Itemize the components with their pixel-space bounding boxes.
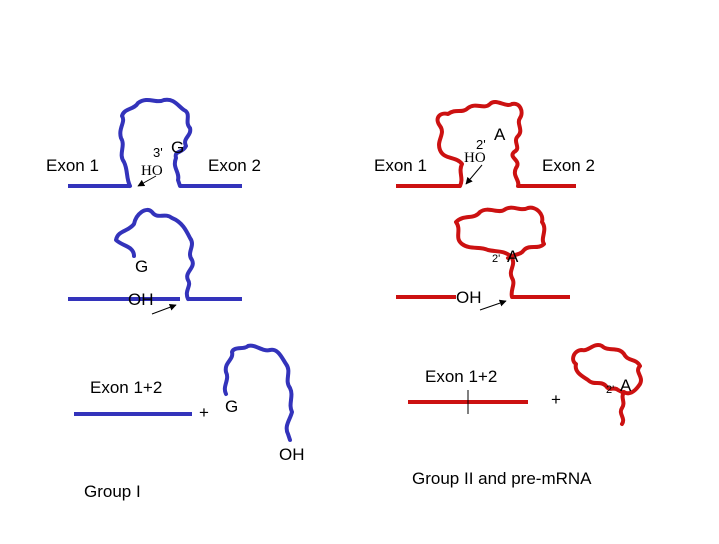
- group2-attack-arrow-1: [465, 164, 483, 185]
- group2-exon12-label: Exon 1+2: [425, 367, 497, 386]
- group2-exon2-label: Exon 2: [542, 156, 595, 175]
- group2-a-label-1: A: [494, 125, 506, 144]
- group1-3prime-label: 3': [153, 145, 163, 160]
- group2-panel: Exon 1 Exon 2 A 2' HO A 2' OH Exon 1+2 +…: [374, 100, 643, 488]
- group2-2prime-label-2: 2': [492, 253, 500, 265]
- group1-ho-label: HO: [141, 163, 163, 179]
- group1-caption: Group I: [84, 482, 141, 501]
- group2-caption: Group II and pre-mRNA: [412, 469, 592, 488]
- group1-oh-label-2: OH: [279, 445, 305, 464]
- group2-ho-label: HO: [464, 150, 486, 166]
- group1-exon12-label: Exon 1+2: [90, 378, 162, 397]
- group1-g-label-2: G: [135, 257, 148, 276]
- group2-oh-label: OH: [456, 288, 482, 307]
- group2-excised-lariat: [571, 343, 643, 426]
- group1-intron-loop: [118, 97, 193, 188]
- group1-attack-arrow-2: [151, 303, 177, 315]
- group1-exon1-label: Exon 1: [46, 156, 99, 175]
- group2-intron-loop: [435, 100, 524, 188]
- group1-attack-arrow-1: [137, 175, 157, 187]
- group2-a-label-3: A: [620, 376, 632, 395]
- group2-2prime-label-3: 2': [606, 384, 614, 396]
- group2-2prime-label-1: 2': [476, 137, 486, 152]
- group1-g-label-1: G: [171, 138, 184, 157]
- group2-plus-sign: +: [551, 390, 561, 409]
- group1-exon2-label: Exon 2: [208, 156, 261, 175]
- group1-g-label-3: G: [225, 397, 238, 416]
- group1-lariat-intron: [114, 207, 195, 301]
- group1-plus-sign: +: [199, 403, 209, 422]
- group2-attack-arrow-2: [479, 299, 507, 311]
- group2-lariat-intron: [454, 205, 547, 299]
- group1-oh-label-1: OH: [128, 290, 154, 309]
- group2-exon1-label: Exon 1: [374, 156, 427, 175]
- group1-panel: Exon 1 Exon 2 G 3' HO G OH Exon 1+2 + G …: [46, 97, 305, 501]
- group1-excised-intron: [222, 343, 294, 442]
- group2-a-label-2: A: [507, 247, 519, 266]
